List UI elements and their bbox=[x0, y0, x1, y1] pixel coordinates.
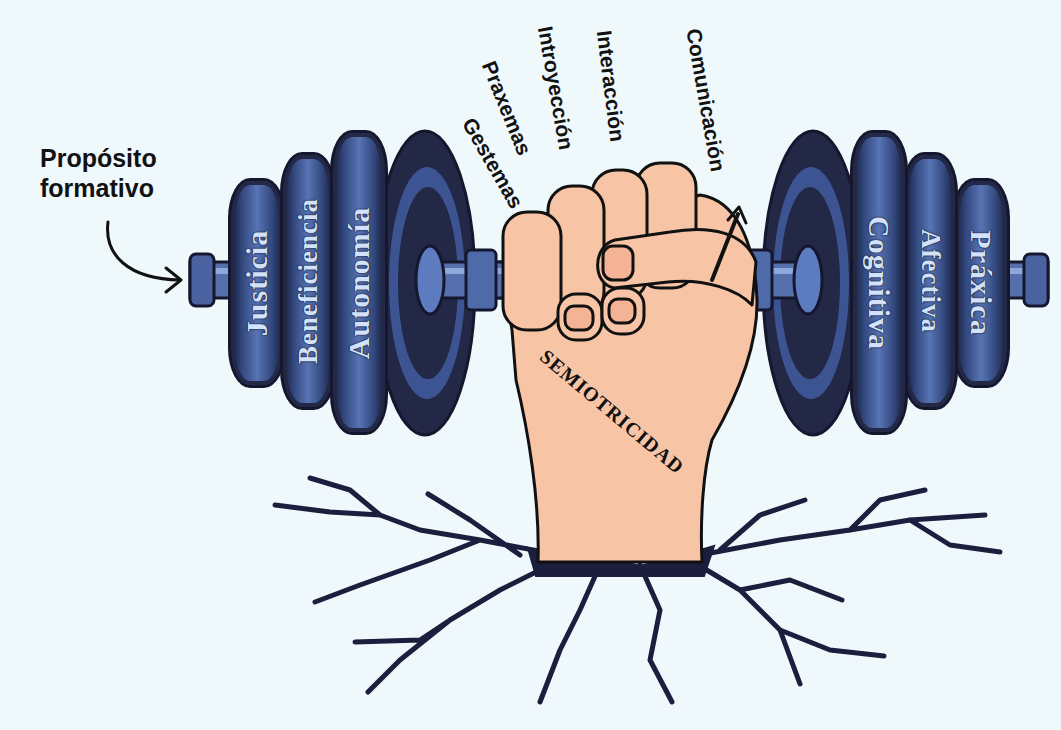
weight-plate: Autonomía bbox=[330, 130, 388, 435]
thumbnail bbox=[603, 246, 633, 280]
arrow-head bbox=[166, 268, 181, 292]
thumb bbox=[598, 230, 756, 305]
concept-label: Comunicación bbox=[681, 27, 731, 174]
bar-end-cap bbox=[190, 254, 214, 306]
finger bbox=[503, 212, 561, 330]
weight-plate: Práxica bbox=[952, 178, 1010, 388]
fingertip bbox=[558, 294, 602, 340]
nail bbox=[565, 306, 593, 330]
concept-label: Introyección bbox=[533, 24, 579, 151]
fist-shape bbox=[495, 150, 765, 570]
concept-label: Interacción bbox=[592, 29, 631, 143]
bar-end-cap bbox=[1024, 254, 1048, 306]
fist: SEMIOTRICIDAD bbox=[495, 150, 765, 570]
weight-plate: Afectiva bbox=[902, 152, 958, 410]
plate-label: Cognitiva bbox=[862, 215, 896, 349]
weight-plate: Justicia bbox=[228, 178, 286, 388]
weight-plate: Beneficiencia bbox=[280, 152, 336, 410]
plate-label: Práxica bbox=[964, 230, 998, 335]
leader-arrow bbox=[108, 222, 180, 280]
plate-label: Autonomía bbox=[342, 206, 376, 358]
plate-label: Afectiva bbox=[915, 229, 946, 333]
collar bbox=[466, 250, 496, 310]
plate-label: Justicia bbox=[240, 230, 274, 336]
plate-hub bbox=[794, 246, 822, 314]
callout-text: Propósito formativo bbox=[40, 143, 212, 203]
nail bbox=[609, 299, 635, 323]
weight-plate: Cognitiva bbox=[850, 130, 908, 435]
fingertip bbox=[602, 288, 644, 334]
plate-label: Beneficiencia bbox=[293, 198, 324, 364]
plate-hub bbox=[416, 246, 444, 314]
